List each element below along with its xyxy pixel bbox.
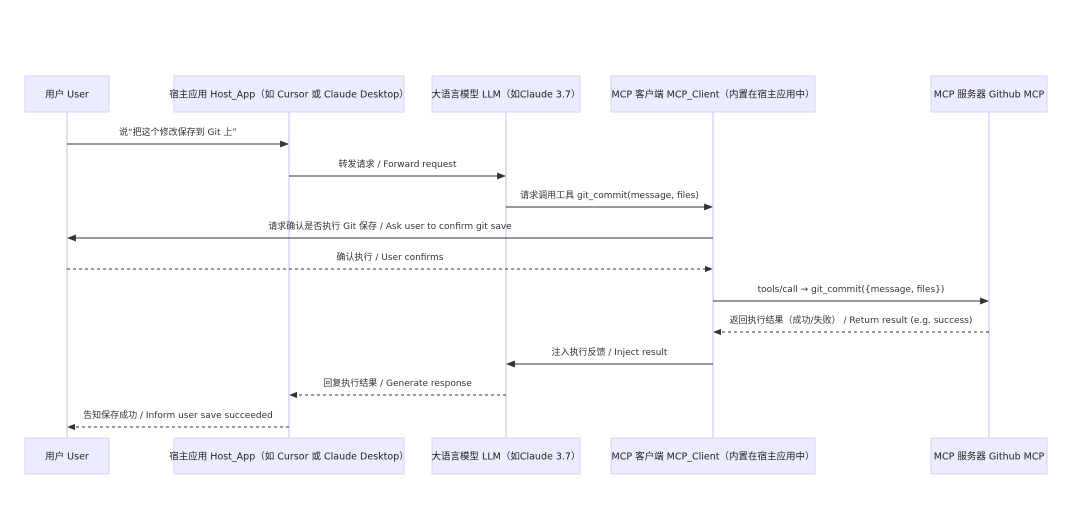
participant-label: 用户 User xyxy=(45,89,89,101)
message-3: 请求调用工具 git_commit(message, files) xyxy=(506,189,713,211)
message-label: 确认执行 / User confirms xyxy=(337,251,444,263)
participant-llm-bottom: 大语言模型 LLM（如Claude 3.7） xyxy=(431,437,581,475)
participant-box xyxy=(610,437,816,475)
participant-label: MCP 服务器 Github MCP xyxy=(934,89,1045,101)
participant-server-top: MCP 服务器 Github MCP xyxy=(930,75,1048,113)
participant-llm-top: 大语言模型 LLM（如Claude 3.7） xyxy=(431,75,581,113)
participant-host-bottom: 宿主应用 Host_App（如 Cursor 或 Claude Desktop） xyxy=(169,437,409,475)
message-10: 告知保存成功 / Inform user save succeeded xyxy=(67,409,289,431)
message-label: 转发请求 / Forward request xyxy=(338,158,456,170)
participant-label: 宿主应用 Host_App（如 Cursor 或 Claude Desktop） xyxy=(169,89,408,101)
message-label: 说“把这个修改保存到 Git 上” xyxy=(119,126,237,138)
message-label: 告知保存成功 / Inform user save succeeded xyxy=(83,409,273,421)
participant-box xyxy=(173,437,405,475)
participant-label: 宿主应用 Host_App（如 Cursor 或 Claude Desktop） xyxy=(169,451,408,463)
participant-client-top: MCP 客户端 MCP_Client（内置在宿主应用中） xyxy=(610,75,816,113)
participant-client-bottom: MCP 客户端 MCP_Client（内置在宿主应用中） xyxy=(610,437,816,475)
message-2: 转发请求 / Forward request xyxy=(289,158,506,180)
message-label: 请求调用工具 git_commit(message, files) xyxy=(520,189,699,201)
message-8: 注入执行反馈 / Inject result xyxy=(506,346,713,368)
message-label: 注入执行反馈 / Inject result xyxy=(552,346,668,358)
participant-label: 大语言模型 LLM（如Claude 3.7） xyxy=(432,451,581,463)
participant-box xyxy=(930,437,1048,475)
messages: 说“把这个修改保存到 Git 上” 转发请求 / Forward request 请… xyxy=(67,126,989,431)
message-4: 请求确认是否执行 Git 保存 / Ask user to confirm gi… xyxy=(67,220,713,242)
participant-label: MCP 客户端 MCP_Client（内置在宿主应用中） xyxy=(612,89,815,101)
participant-box xyxy=(431,75,581,113)
message-label: 请求确认是否执行 Git 保存 / Ask user to confirm gi… xyxy=(268,220,512,232)
participant-server-bottom: MCP 服务器 Github MCP xyxy=(930,437,1048,475)
message-9: 回复执行结果 / Generate response xyxy=(289,377,506,399)
participant-box xyxy=(24,75,110,113)
message-5: 确认执行 / User confirms xyxy=(67,251,713,273)
message-label: tools/call → git_commit({message, files}… xyxy=(758,285,945,295)
message-7: 返回执行结果（成功/失败） / Return result (e.g. succ… xyxy=(713,314,989,336)
participant-box xyxy=(173,75,405,113)
participant-box xyxy=(610,75,816,113)
participants: 用户 User 用户 User 宿主应用 Host_App（如 Cursor 或 C… xyxy=(24,75,1048,475)
message-label: 回复执行结果 / Generate response xyxy=(323,377,472,389)
message-1: 说“把这个修改保存到 Git 上” xyxy=(67,126,289,148)
participant-host-top: 宿主应用 Host_App（如 Cursor 或 Claude Desktop） xyxy=(169,75,409,113)
message-label: 返回执行结果（成功/失败） / Return result (e.g. succ… xyxy=(730,314,973,326)
participant-box xyxy=(930,75,1048,113)
participant-label: 用户 User xyxy=(45,451,89,463)
message-6: tools/call → git_commit({message, files}… xyxy=(713,285,989,305)
participant-box xyxy=(431,437,581,475)
participant-label: MCP 服务器 Github MCP xyxy=(934,451,1045,463)
lifelines xyxy=(66,112,990,438)
participant-user-bottom: 用户 User xyxy=(24,437,110,475)
participant-label: MCP 客户端 MCP_Client（内置在宿主应用中） xyxy=(612,451,815,463)
participant-label: 大语言模型 LLM（如Claude 3.7） xyxy=(432,89,581,101)
participant-box xyxy=(24,437,110,475)
participant-user-top: 用户 User xyxy=(24,75,110,113)
